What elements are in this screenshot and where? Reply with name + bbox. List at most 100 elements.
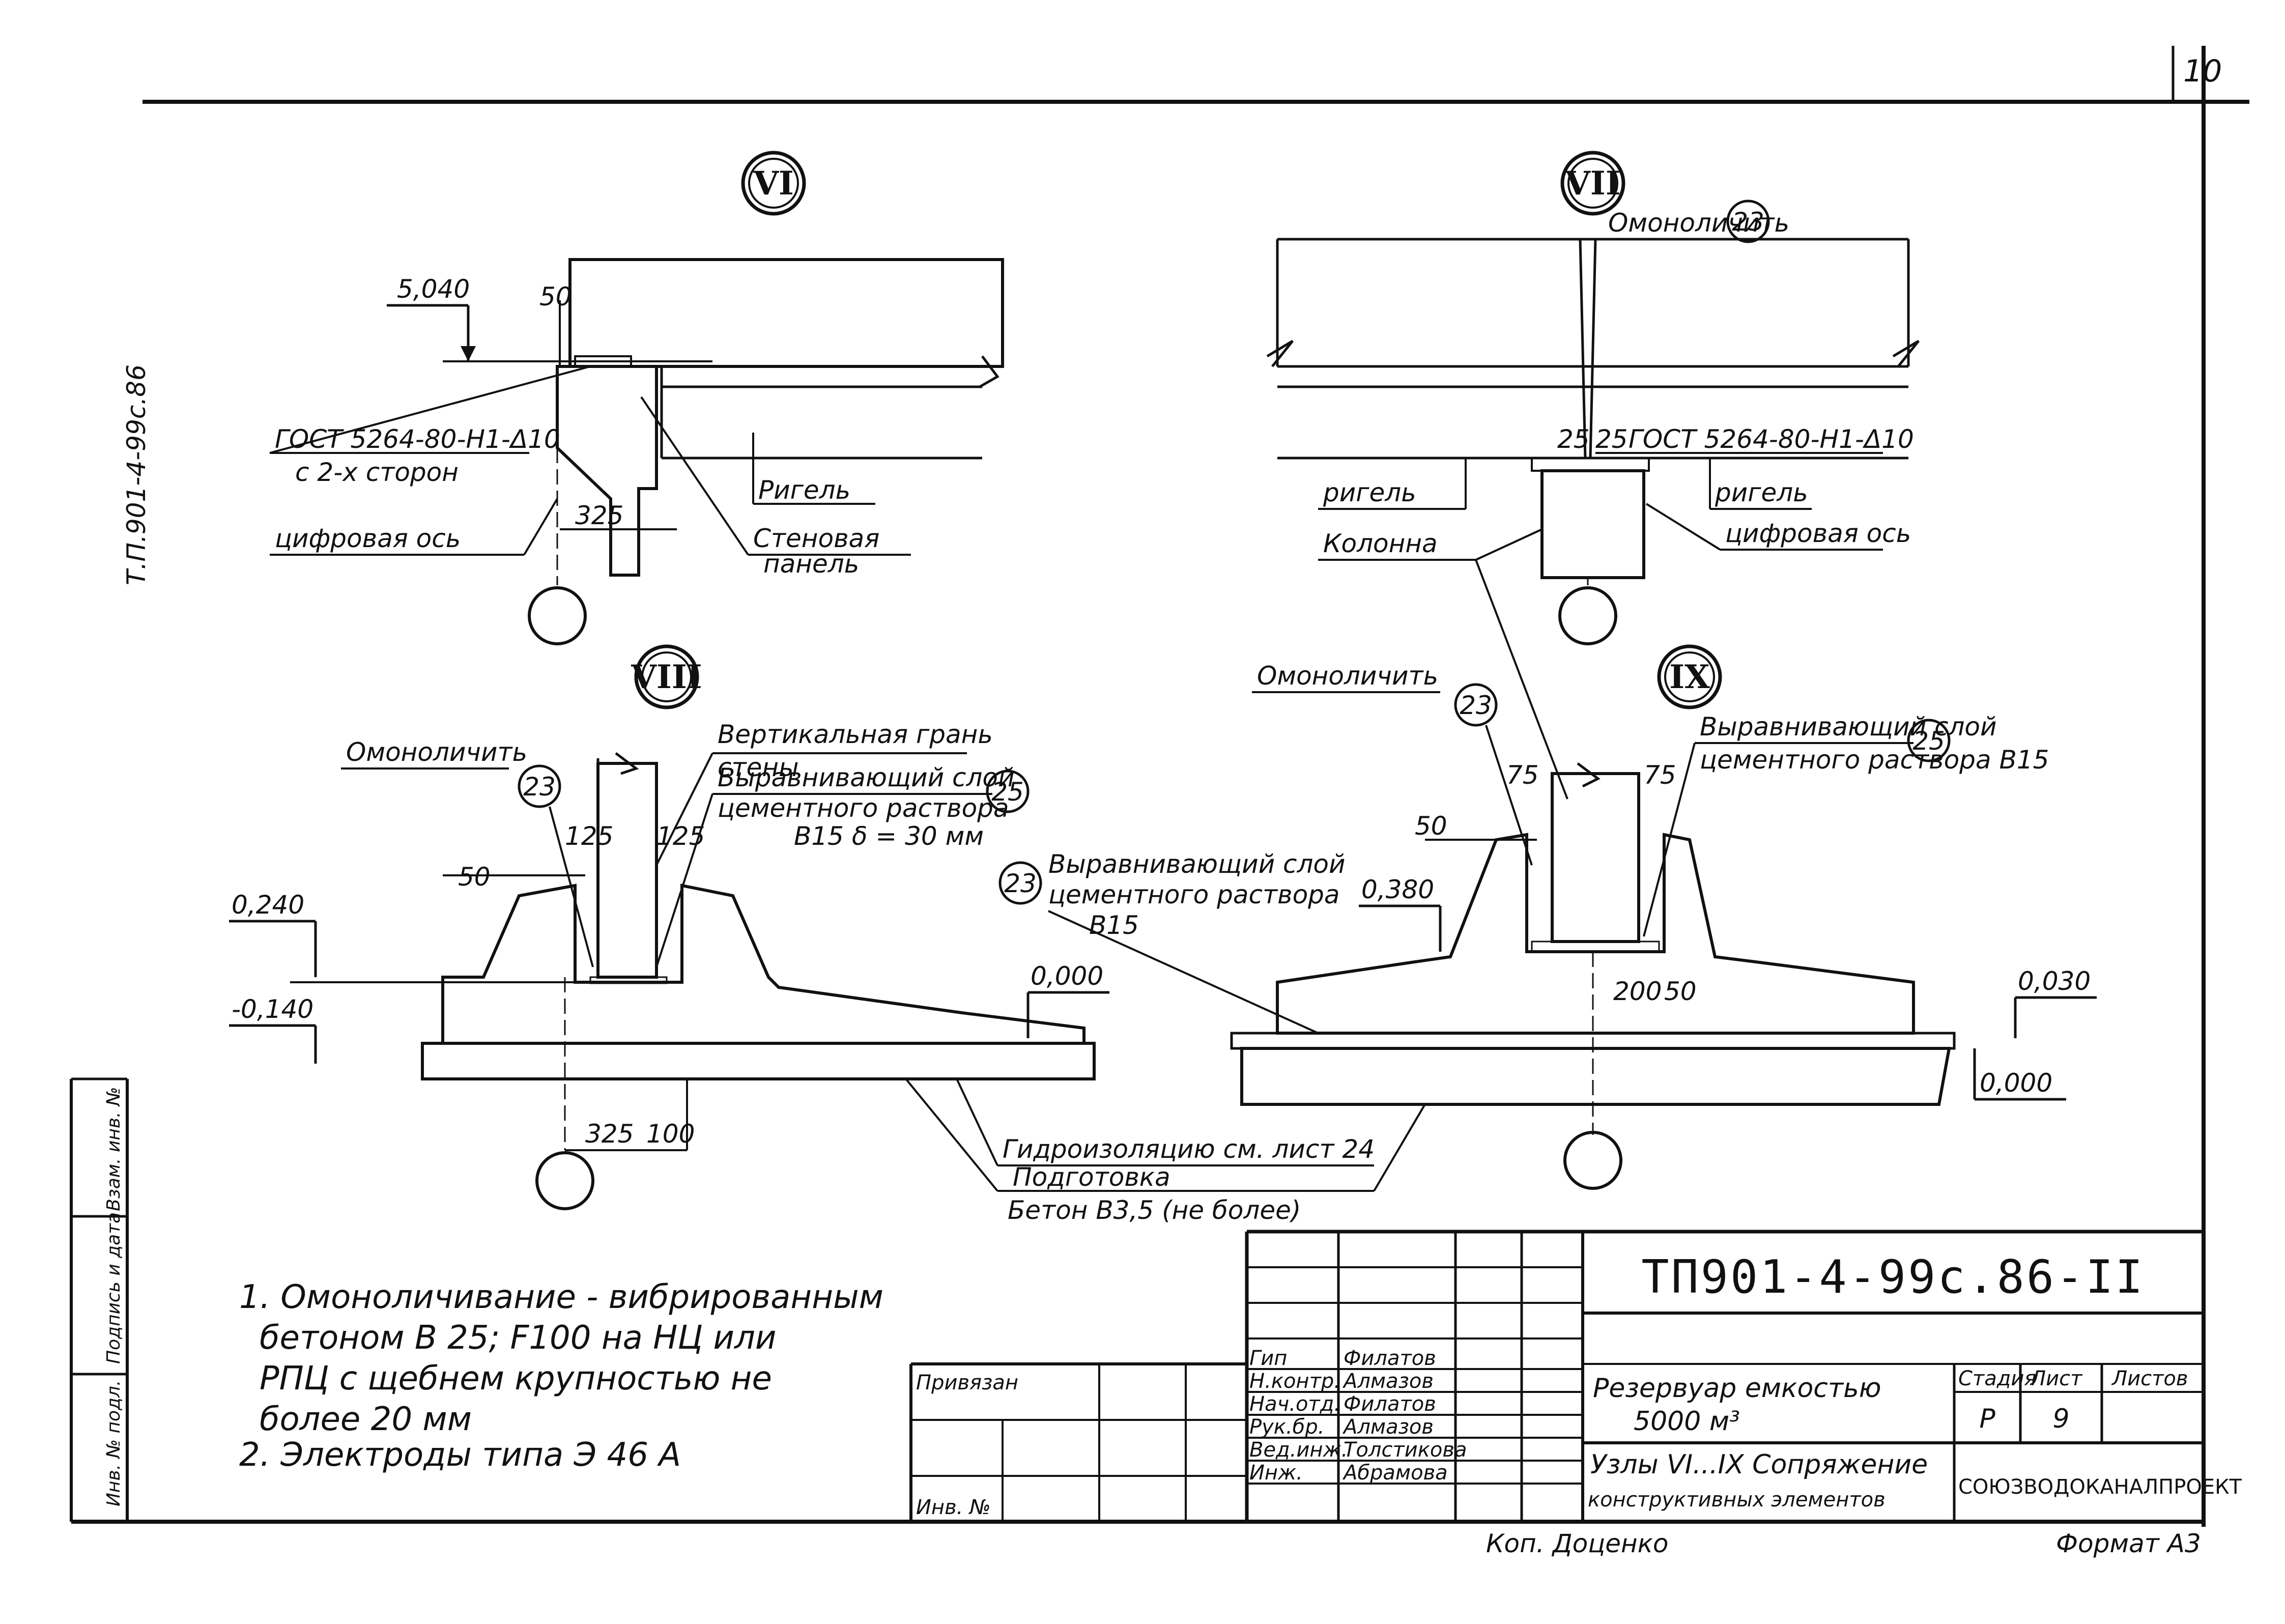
node-viii-layer-1: Выравнивающий слой bbox=[718, 763, 1015, 792]
node-vii-column: Колонна bbox=[1323, 529, 1438, 558]
node-vi-axis: цифровая ось bbox=[275, 524, 461, 553]
name-5: Толстикова bbox=[1344, 1438, 1467, 1462]
sheets-header: Листов bbox=[2111, 1367, 2188, 1390]
node-viii-dim-325: 325 bbox=[585, 1119, 634, 1149]
node-vii-num: 23 bbox=[1732, 207, 1764, 237]
shared-prep-1: Подготовка bbox=[1013, 1162, 1170, 1192]
page-number: 10 bbox=[2183, 53, 2222, 89]
sheet-frame bbox=[70, 46, 2249, 1527]
node-viii-dim-125b: 125 bbox=[656, 821, 705, 851]
role-5: Вед.инж. bbox=[1249, 1438, 1348, 1462]
stage-value: Р bbox=[1979, 1404, 1995, 1434]
node-viii-layer-3: В15 δ = 30 мм bbox=[794, 821, 984, 851]
title-block: ТП901-4-99с.86-II Привязан Инв. № Гип Н.… bbox=[909, 1230, 2242, 1522]
node-viii-level-zero: 0,000 bbox=[1031, 961, 1103, 991]
format-label: Формат А3 bbox=[2056, 1529, 2201, 1558]
stage-header: Стадия bbox=[1958, 1367, 2036, 1390]
doc-code: ТП901-4-99с.86-II bbox=[1641, 1250, 2145, 1304]
node-vii-rigel-right: ригель bbox=[1715, 478, 1808, 507]
name-1: Филатов bbox=[1344, 1347, 1436, 1370]
shared-layer-2: цементного раствора bbox=[1048, 880, 1340, 909]
node-vi-rigel: Ригель bbox=[758, 475, 850, 505]
node-viii: VIII 0,240 -0,140 0,000 325 100 125 125 … bbox=[229, 644, 1109, 1210]
sheet-title-1: Узлы VI...IX Сопряжение bbox=[1590, 1449, 1928, 1480]
node-viii-vert-face-1: Вертикальная грань bbox=[718, 720, 993, 749]
node-ix-monolith: Омоноличить bbox=[1257, 661, 1438, 691]
node-viii-monolith: Омоноличить bbox=[346, 737, 527, 767]
node-viii-num23: 23 bbox=[523, 772, 556, 802]
node-vii-monolith: Омоноличить bbox=[1608, 208, 1789, 238]
general-notes: 1. Омоноличивание - вибрированным бетоно… bbox=[239, 1278, 883, 1474]
node-vi-dim-top: 50 bbox=[539, 282, 572, 311]
shared-waterproof: Гидроизоляцию см. лист 24 bbox=[1003, 1134, 1375, 1164]
node-ix-dim-50: 50 bbox=[1415, 811, 1447, 841]
sheet-value: 9 bbox=[2052, 1404, 2069, 1434]
node-vii-rigel-left: ригель bbox=[1323, 478, 1416, 507]
node-vii: VII Омоноличить 23 25 25 ГОСТ 5264-80-Н1… bbox=[1266, 151, 1920, 800]
note-line-5: 2. Электроды типа Э 46 А bbox=[239, 1436, 681, 1474]
shared-callouts: 23 Выравнивающий слой цементного раствор… bbox=[905, 849, 1426, 1225]
note-line-2: бетоном В 25; F100 на НЦ или bbox=[260, 1319, 776, 1357]
shared-layer-1: Выравнивающий слой bbox=[1048, 849, 1346, 879]
note-line-1: 1. Омоноличивание - вибрированным bbox=[239, 1278, 883, 1316]
node-vii-gost: ГОСТ 5264-80-Н1-Δ10 bbox=[1629, 424, 1914, 454]
node-ix-num25: 25 bbox=[1912, 726, 1945, 756]
node-vi-wall-1: Стеновая bbox=[753, 524, 879, 553]
inv-no-label: Инв. № bbox=[916, 1496, 991, 1519]
node-ix-layer-2: цементного раствора В15 bbox=[1700, 745, 2049, 775]
shared-prep-2: Бетон В3,5 (не более) bbox=[1008, 1195, 1301, 1225]
sheet-header: Лист bbox=[2030, 1367, 2083, 1390]
node-vii-dim-b: 25 bbox=[1595, 424, 1628, 454]
side-code: Т.П.901-4-99с.86 bbox=[122, 364, 151, 585]
node-ix-dim-200: 200 bbox=[1613, 977, 1662, 1006]
node-ix-level-030: 0,030 bbox=[2018, 966, 2091, 996]
node-ix-layer-1: Выравнивающий слой bbox=[1700, 712, 1997, 742]
role-2: Н.контр. bbox=[1249, 1370, 1340, 1393]
shared-num23: 23 bbox=[1004, 869, 1037, 898]
node-viii-dim-100: 100 bbox=[646, 1119, 695, 1149]
node-ix-dim-75a: 75 bbox=[1506, 760, 1539, 790]
node-viii-dim-50: 50 bbox=[458, 862, 491, 892]
sheet-title-2: конструктивных элементов bbox=[1588, 1488, 1886, 1512]
name-3: Филатов bbox=[1344, 1392, 1436, 1416]
copied-by: Коп. Доценко bbox=[1486, 1529, 1669, 1558]
node-viii-vert-face-2: стены bbox=[718, 753, 799, 782]
strip-label-inv: Инв. № подл. bbox=[103, 1380, 124, 1506]
name-4: Алмазов bbox=[1342, 1415, 1434, 1439]
role-6: Инж. bbox=[1249, 1461, 1303, 1485]
node-vii-mark: VII bbox=[1564, 164, 1621, 203]
node-viii-num25: 25 bbox=[991, 777, 1024, 807]
node-viii-layer-2: цементного раствора bbox=[718, 793, 1009, 823]
node-ix-dim-50b: 50 bbox=[1664, 977, 1697, 1006]
role-1: Гип bbox=[1249, 1347, 1287, 1370]
node-vii-dim-a: 25 bbox=[1557, 424, 1590, 454]
node-vi: VI 5,040 50 ГОСТ 5264-80-Н1-Δ10 с 2-х ст… bbox=[269, 151, 1004, 645]
note-line-4: более 20 мм bbox=[260, 1401, 472, 1438]
name-6: Абрамова bbox=[1342, 1461, 1448, 1485]
node-ix-mark: IX bbox=[1669, 658, 1710, 696]
shared-layer-3: В15 bbox=[1089, 910, 1139, 940]
node-vi-level: 5,040 bbox=[397, 274, 470, 304]
name-2: Алмазов bbox=[1342, 1370, 1434, 1393]
strip-label-replace: Взам. инв. № bbox=[103, 1087, 124, 1211]
node-viii-dim-125a: 125 bbox=[565, 821, 613, 851]
note-line-3: РПЦ с щебнем крупностью не bbox=[260, 1360, 772, 1398]
node-vi-gost-sides: с 2-х сторон bbox=[295, 458, 459, 487]
node-viii-level-pos: 0,240 bbox=[232, 890, 304, 920]
node-vi-dim-325: 325 bbox=[575, 501, 623, 530]
object-line-1: Резервуар емкостью bbox=[1593, 1373, 1881, 1404]
node-ix-dim-75b: 75 bbox=[1644, 760, 1676, 790]
node-vi-wall-2: панель bbox=[763, 549, 859, 579]
role-3: Нач.отд. bbox=[1249, 1392, 1340, 1416]
node-ix: IX Омоноличить 23 Выравнивающий слой цем… bbox=[1230, 644, 2097, 1190]
node-vi-gost: ГОСТ 5264-80-Н1-Δ10 bbox=[275, 424, 560, 454]
org-name: СОЮЗВОДОКАНАЛПРОЕКТ bbox=[1958, 1475, 2242, 1499]
role-4: Рук.бр. bbox=[1249, 1415, 1324, 1439]
privyazan-label: Привязан bbox=[916, 1371, 1018, 1394]
node-viii-level-neg: -0,140 bbox=[232, 994, 313, 1024]
node-ix-level-zero: 0,000 bbox=[1980, 1068, 2052, 1098]
object-line-2: 5000 м³ bbox=[1634, 1406, 1740, 1437]
strip-label-sign: Подпись и дата bbox=[103, 1212, 124, 1364]
node-ix-level-380: 0,380 bbox=[1361, 875, 1434, 904]
